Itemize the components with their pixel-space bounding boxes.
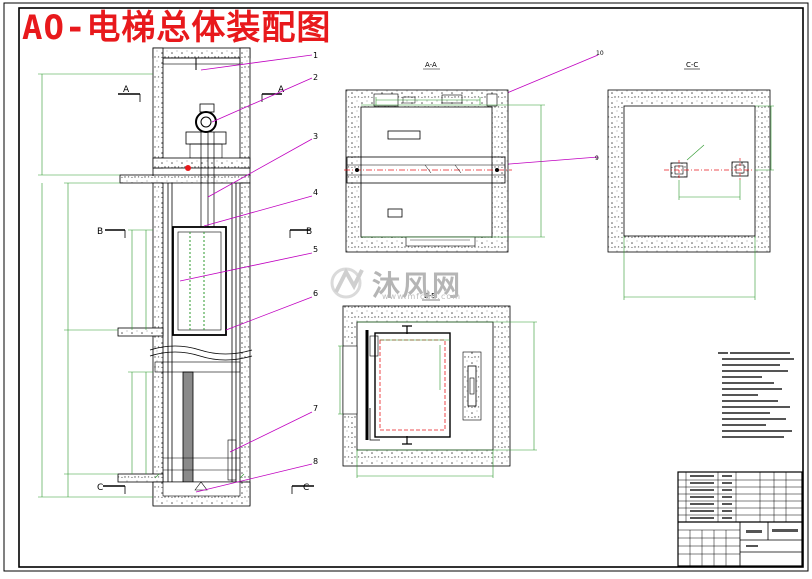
balloon-8: 8	[313, 457, 318, 466]
outer-frame	[3, 2, 809, 572]
traction-sheave	[195, 111, 217, 133]
balloon-6: 6	[313, 289, 318, 298]
cut-marker-c-left: C	[97, 483, 103, 493]
section-label-cc: C-C	[686, 61, 698, 69]
cut-marker-a-right: A	[278, 85, 285, 95]
section-cc-view	[607, 89, 771, 253]
cut-marker-c-right: C	[303, 483, 309, 493]
cut-marker-b-right: B	[306, 227, 312, 237]
elevation-view	[38, 47, 314, 507]
cut-marker-b-left: B	[97, 227, 103, 237]
section-label-aa: A-A	[425, 61, 437, 69]
section-bb-view	[342, 305, 511, 467]
balloon-4: 4	[313, 188, 318, 197]
balloon-10: 10	[596, 50, 604, 57]
balloon-5: 5	[313, 245, 318, 254]
section-label-bb: B-B	[424, 292, 436, 300]
drawing-title: AO-电梯总体装配图	[22, 8, 332, 48]
elevator-car	[172, 226, 227, 336]
balloon-3: 3	[313, 132, 318, 141]
section-aa-view	[344, 89, 512, 253]
watermark-url: www.mfcad.com	[382, 292, 462, 301]
watermark-text: 沐风网	[372, 269, 463, 302]
watermark: 沐风网 www.mfcad.com	[326, 264, 496, 304]
balloon-1: 1	[313, 51, 318, 60]
inner-frame	[18, 7, 804, 568]
technical-notes	[718, 352, 794, 438]
watermark-logo	[330, 267, 364, 299]
cut-marker-a-left: A	[123, 85, 130, 95]
balloon-7: 7	[313, 404, 318, 413]
balloon-9: 9	[595, 155, 599, 162]
title-block	[677, 471, 803, 567]
balloon-2: 2	[313, 73, 318, 82]
